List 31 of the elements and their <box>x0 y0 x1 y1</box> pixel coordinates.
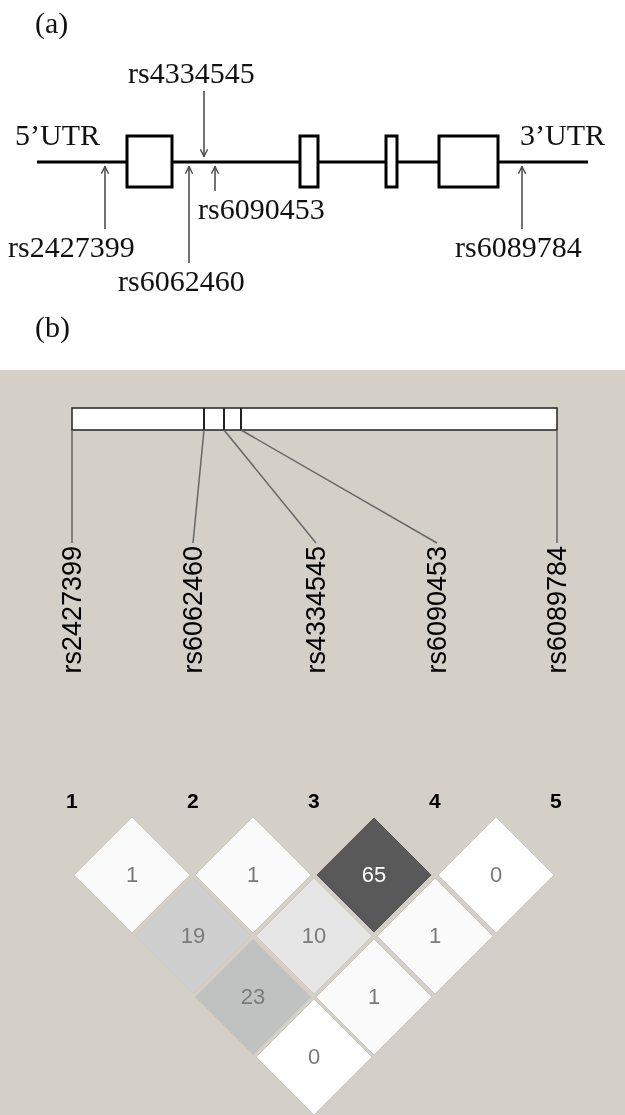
column-number: 4 <box>429 790 441 811</box>
snp-label: rs6062460 <box>179 546 207 674</box>
snp-label: rs2427399 <box>58 546 86 674</box>
leader-line <box>71 429 73 544</box>
snp-label: rs6089784 <box>543 546 571 674</box>
ld-diamond: 0 <box>438 817 554 933</box>
leader-line <box>240 429 438 544</box>
leader-line <box>556 429 558 544</box>
leader-line <box>223 429 317 544</box>
marker-position-bar <box>71 407 558 431</box>
column-number: 2 <box>187 790 199 811</box>
column-number: 1 <box>66 790 78 811</box>
column-number: 3 <box>308 790 320 811</box>
arrow <box>184 165 194 264</box>
utr-label: 5’UTR <box>15 120 100 150</box>
arrow <box>199 90 209 158</box>
arrow <box>517 165 527 230</box>
snp-label: rs6089784 <box>455 232 582 262</box>
snp-label: rs6090453 <box>423 546 451 674</box>
utr-label: 3’UTR <box>520 120 605 150</box>
column-number: 5 <box>550 790 562 811</box>
panel-label: (b) <box>35 312 70 342</box>
snp-label: rs6090453 <box>198 194 325 224</box>
leader-line <box>192 429 205 544</box>
snp-label: rs2427399 <box>8 232 135 262</box>
arrow <box>100 165 110 230</box>
snp-label: rs4334545 <box>128 58 255 88</box>
snp-label: rs4334545 <box>302 546 330 674</box>
arrow <box>210 165 220 192</box>
snp-label: rs6062460 <box>118 266 245 296</box>
panel-label: (a) <box>35 8 69 38</box>
